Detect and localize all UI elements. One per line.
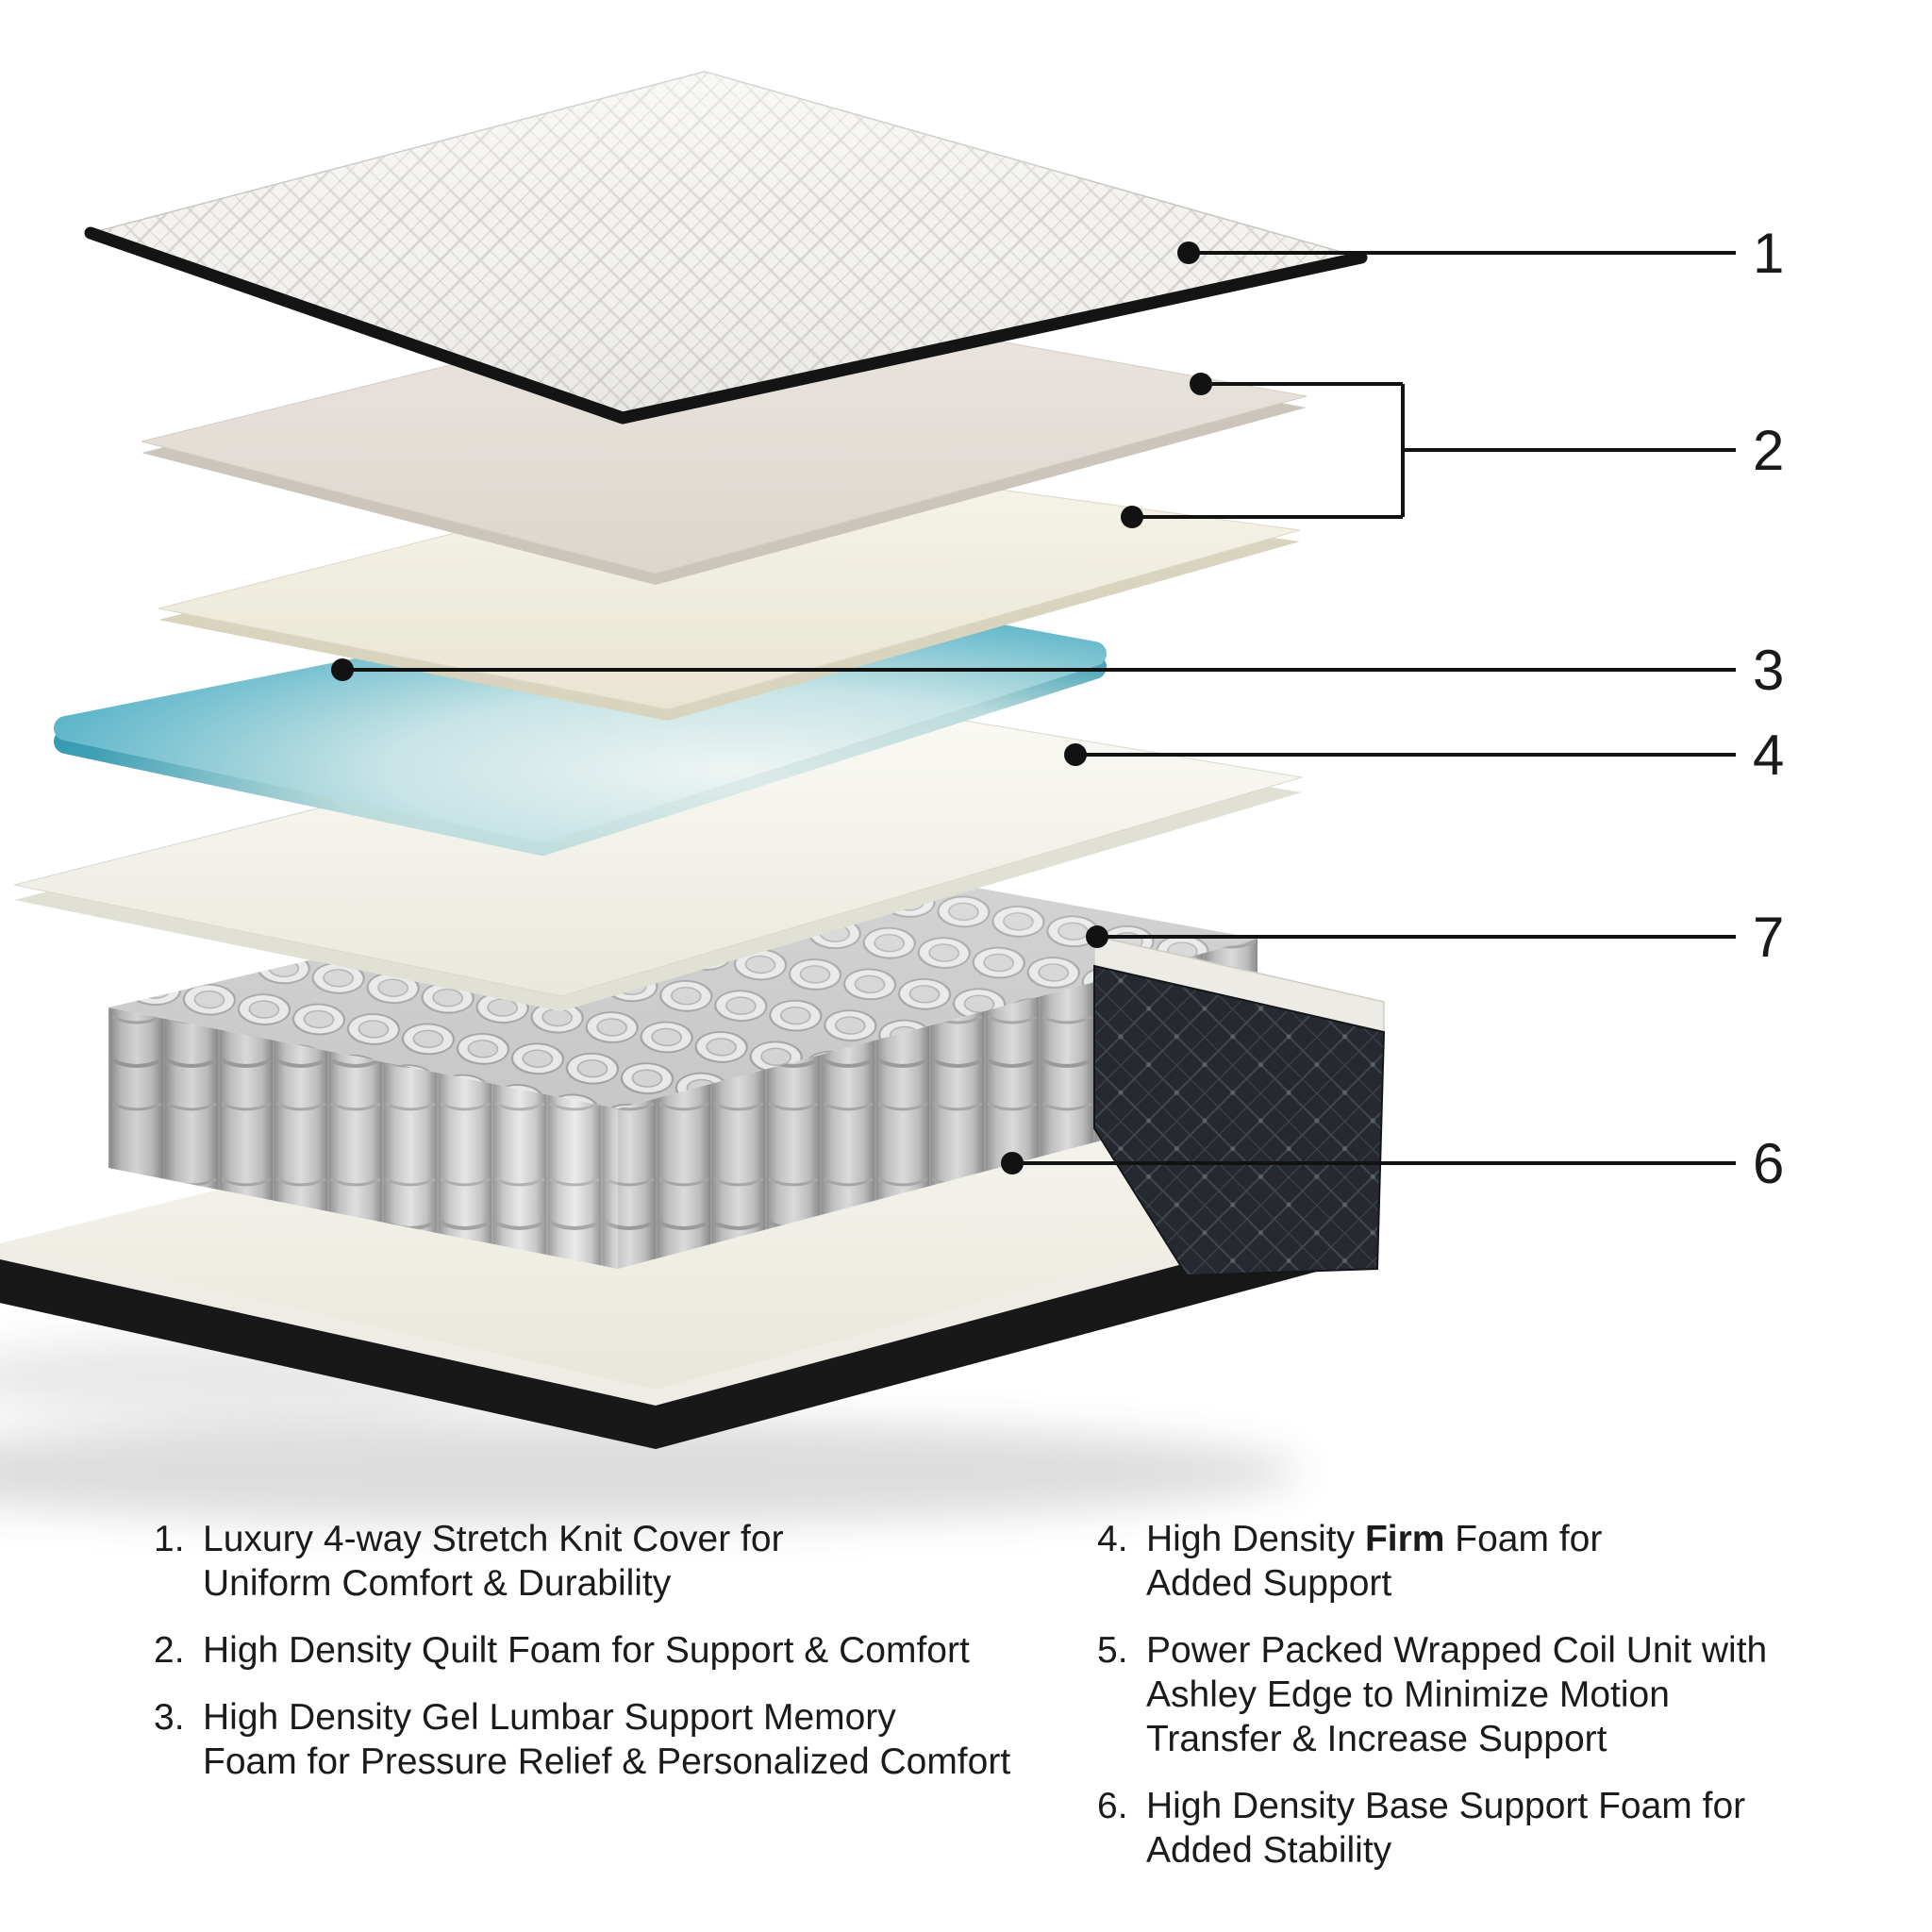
callout-3 [331, 658, 1736, 681]
legend-item-4: 4. High Density Firm Foam for Added Supp… [1097, 1517, 1871, 1606]
callout-dot [1086, 925, 1108, 948]
rail-quilted-face [1093, 964, 1386, 1277]
firm-foam-layer [13, 690, 1303, 1011]
legend-item-text: High Density Quilt Foam for Support & Co… [203, 1630, 970, 1671]
legend-item-6: 6. High Density Base Support Foam for Ad… [1097, 1784, 1871, 1873]
callout-lines [331, 242, 1736, 1174]
legend-item-number: 4. [1097, 1519, 1128, 1559]
legend-column-right: 4. High Density Firm Foam for Added Supp… [1097, 1517, 1871, 1895]
legend-item-text: Power Packed Wrapped Coil Unit with Ashl… [1146, 1630, 1768, 1759]
quilt-foam-upper-layer [141, 293, 1307, 585]
quilt-foam-lower-top [158, 456, 1301, 710]
legend-item-number: 6. [1097, 1786, 1128, 1826]
legend-item-number: 5. [1097, 1630, 1128, 1671]
firm-foam-top [13, 690, 1303, 997]
legend-item-number: 1. [154, 1519, 185, 1559]
legend-item-number: 2. [154, 1630, 185, 1671]
callout-dot [331, 658, 354, 681]
legend-item-text: Luxury 4-way Stretch Knit Cover for Unif… [203, 1519, 784, 1604]
callout-6 [1001, 1152, 1736, 1174]
legend-item-text: High Density Gel Lumbar Support Memory F… [203, 1697, 1011, 1782]
base-foam-side [0, 1201, 1358, 1408]
legend-item-1: 1. Luxury 4-way Stretch Knit Cover for U… [154, 1517, 1078, 1606]
legend-item-3: 3. High Density Gel Lumbar Support Memor… [154, 1695, 1078, 1784]
legend-item-text: High Density Firm Foam for Added Support [1146, 1519, 1603, 1604]
callout-label-4: 4 [1753, 724, 1784, 787]
legend-item-2: 2. High Density Quilt Foam for Support &… [154, 1628, 1078, 1673]
callout-4 [1064, 743, 1736, 766]
stretch-knit-cover-layer [84, 71, 1368, 425]
legend-item-5: 5. Power Packed Wrapped Coil Unit with A… [1097, 1628, 1871, 1761]
callout-label-3: 3 [1753, 639, 1784, 702]
callout-dot [1190, 373, 1212, 395]
quilt-foam-lower-layer [158, 456, 1301, 721]
callout-dot [1001, 1152, 1024, 1174]
cover-tape-edge [84, 226, 1368, 425]
callout-7 [1086, 925, 1736, 948]
callout-labels: 1 2 3 4 7 6 [1753, 222, 1784, 1195]
callout-1 [1177, 242, 1736, 264]
callout-label-1: 1 [1753, 222, 1784, 285]
legend-item-text: High Density Base Support Foam for Added… [1146, 1786, 1746, 1871]
legend-item-number: 3. [154, 1697, 185, 1738]
edge-support-rail [1093, 935, 1386, 1277]
callout-label-6: 6 [1753, 1132, 1784, 1195]
callout-dot [1177, 242, 1200, 264]
callout-label-7: 7 [1753, 906, 1784, 969]
callout-dot [1121, 506, 1143, 528]
legend-column-left: 1. Luxury 4-way Stretch Knit Cover for U… [154, 1517, 1078, 1807]
callout-dot [1064, 743, 1087, 766]
callout-label-2: 2 [1753, 419, 1784, 482]
quilt-foam-upper-top [141, 293, 1307, 575]
callout-2 [1121, 373, 1736, 528]
